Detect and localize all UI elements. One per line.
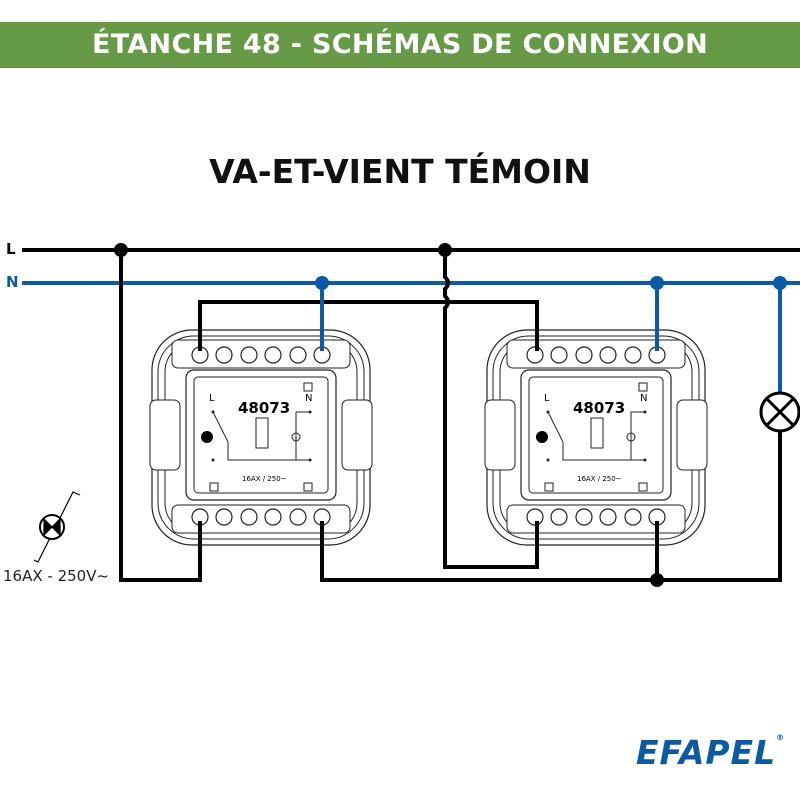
live-label: L (6, 240, 16, 258)
indicator-rating: 16AX - 250V~ (3, 567, 110, 585)
header-banner: ÉTANCHE 48 - SCHÉMAS DE CONNEXION (0, 22, 800, 68)
switch-1-rating: 16AX / 250~ (242, 475, 287, 483)
switch-1-label-l: L (209, 393, 215, 404)
diagram-title: VA-ET-VIENT TÉMOIN (209, 152, 591, 191)
lamp-icon (759, 391, 800, 433)
switch-2-rating: 16AX / 250~ (577, 475, 622, 483)
switch-2 (484, 329, 708, 546)
indicator-lamp-icon (33, 491, 81, 563)
switch-2-label-n: N (640, 393, 648, 404)
junction-dots (114, 243, 787, 587)
switch-1-label-n: N (305, 393, 313, 404)
switch-1-model: 48073 (238, 399, 291, 417)
switch-1 (149, 329, 373, 546)
switch-2-model: 48073 (573, 399, 626, 417)
neutral-label: N (6, 273, 19, 291)
efapel-logo: EFAPEL® (636, 733, 786, 772)
live-branch-wire (443, 250, 539, 569)
lamp-return-wire (320, 432, 782, 582)
live-feed-wire (119, 250, 202, 582)
traveller-wire-top (198, 300, 539, 351)
switch-2-label-l: L (544, 393, 550, 404)
